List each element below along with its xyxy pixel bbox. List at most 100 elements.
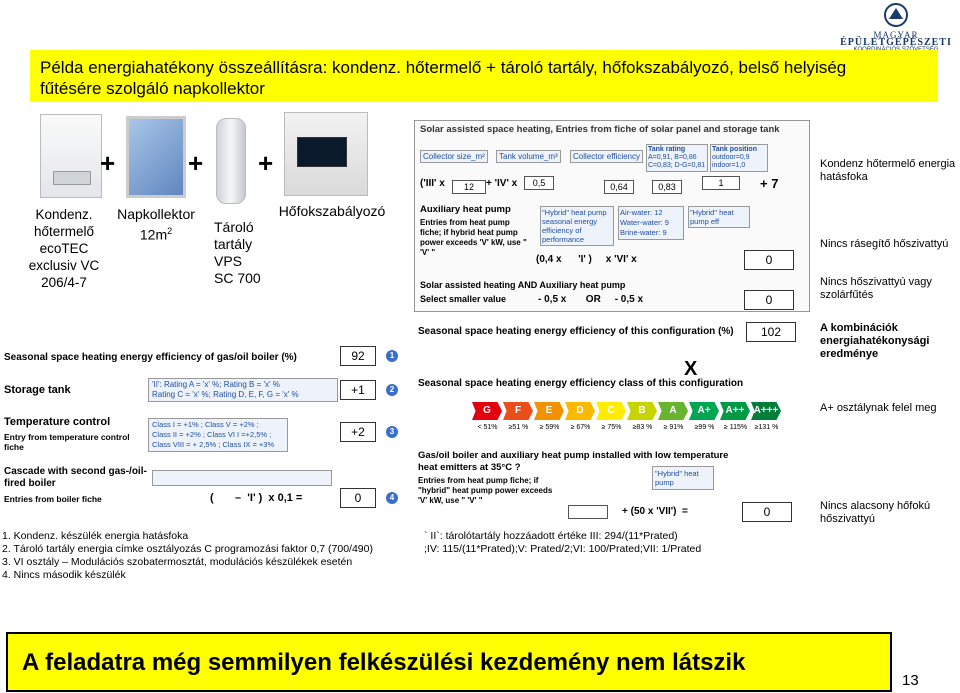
solar-hp-header: Solar assisted heating AND Auxiliary hea… (420, 280, 626, 290)
rating-g: G (472, 402, 502, 420)
value-aux: 0 (744, 250, 794, 270)
row3-class-line3: Class VIII = + 2,5% ; Class IX = +3% (152, 440, 275, 449)
boiler-label: Kondenz. hőtermelő ecoTEC exclusiv VC 20… (28, 207, 100, 290)
collector-label: Napkollektor 12m2 (108, 206, 204, 244)
tank-position-title: Tank position (712, 146, 757, 153)
row3-sub: Entry from temperature control fiche (4, 432, 130, 452)
footnote-m1: ` II`: tárolótartály hozzáadott értéke I… (424, 530, 678, 542)
hybrid-label: "Hybrid" heat pump seasonal energy effic… (540, 206, 614, 246)
threshold-7: ≥99 % (694, 424, 715, 431)
seasonal-header: Seasonal space heating energy efficiency… (418, 326, 734, 337)
logo-line1: MAGYAR (873, 30, 919, 40)
note-a-plus-class: A+ osztálynak felel meg (820, 402, 937, 414)
plus-7: + 7 (760, 176, 779, 191)
note-boiler-efficiency: Kondenz hőtermelő energia hatásfoka (820, 158, 956, 183)
bottom-banner (6, 632, 892, 692)
row1-badge: 1 (386, 350, 398, 362)
tank-volume: Tank volume_m³ (496, 150, 561, 163)
water-water: Water-water: 9 (620, 218, 669, 227)
row2-title: Storage tank (4, 384, 71, 396)
value-gas: 0 (742, 502, 792, 522)
value-102: 102 (746, 322, 796, 342)
threshold-3: ≥ 67% (570, 424, 591, 431)
rating-e: E (534, 402, 564, 420)
row3-class-line2: Class II = +2% ; Class VI I =+2,5% ; (152, 430, 272, 439)
collector-label-main: Napkollektor (117, 206, 195, 222)
select-formula: - 0,5 x OR - 0,5 x (538, 294, 644, 305)
field-1: 1 (702, 176, 740, 190)
note-no-low-temp-hp: Nincs alacsony hőfokú hőszivattyú (820, 500, 931, 525)
footnote-2: 2. Tároló tartály energia címke osztályo… (2, 543, 373, 555)
tank-rating-text: A=0,91, B=0,86 C=0,83; D-G=0,81 (648, 154, 706, 169)
threshold-9: ≥131 % (754, 424, 779, 431)
note-no-hp-solar: Nincs hőszivattyú vagy szolárfűtés (820, 276, 932, 301)
gas-formula: + (50 x 'VII') = (622, 506, 688, 517)
page-title: Példa energiahatékony összeállításra: ko… (40, 58, 847, 98)
hybrid-label2: "Hybrid" heat pump eff (688, 206, 750, 228)
field-064: 0,64 (604, 180, 634, 194)
row4-value: 0 (340, 488, 376, 508)
row2-value: +1 (340, 380, 376, 400)
field-12: 12 (452, 180, 486, 194)
row4-title: Cascade with second gas-/oil-fired boile… (4, 466, 147, 489)
tank-position: Tank position outdoor=0,9 indoor=1,0 (710, 144, 768, 172)
note-no-aux-hp: Nincs rásegítő hőszivattyú (820, 238, 949, 250)
row4-formula: ( – 'I' ) x 0,1 = (210, 492, 303, 504)
class-header: Seasonal space heating energy efficiency… (418, 378, 744, 389)
aux-entries: Entries from heat pump fiche; if hybrid … (420, 218, 527, 257)
row1-value: 92 (340, 346, 376, 366)
plus-3: + (258, 148, 274, 178)
row2-rating: 'II': Rating A = 'x' %; Rating B = 'x' %… (148, 378, 338, 402)
row3-class-line1: Class I = +1% ; Class V = +2% ; (152, 420, 259, 429)
collector-label-sup: 2 (167, 226, 173, 236)
logo-emblem-icon (884, 3, 908, 27)
logo: MAGYAR ÉPÜLETGÉPÉSZETI KOORDINÁCIÓS SZÖV… (836, 2, 956, 53)
footnotes-left: 1. Kondenz. készülék energia hatásfoka 2… (2, 530, 373, 582)
formula-iii: ('III' x (420, 178, 445, 189)
rating-aplusplus: A++ (720, 402, 750, 420)
rating-aplusplusplus: A+++ (751, 402, 781, 420)
field-05: 0,5 (524, 176, 554, 190)
threshold-6: ≥ 91% (663, 424, 684, 431)
row3-classes: Class I = +1% ; Class V = +2% ; Class II… (148, 418, 288, 452)
row4-badge: 4 (386, 492, 398, 504)
threshold-5: ≥83 % (632, 424, 653, 431)
rating-c: C (596, 402, 626, 420)
thermostat-image (284, 112, 368, 196)
tank-rating: Tank rating A=0,91, B=0,86 C=0,83; D-G=0… (646, 144, 708, 172)
thermostat-label: Hőfokszabályozó (278, 203, 386, 219)
gas-hybrid: "Hybrid" heat pump (652, 466, 714, 490)
plus-1: + (100, 148, 116, 178)
bottom-banner-text: A feladatra még semmilyen felkészülési k… (22, 649, 746, 676)
rating-f: F (503, 402, 533, 420)
air-water: Air-water: 12 (620, 208, 663, 217)
select-smaller: Select smaller value (420, 294, 507, 304)
rating-a: A (658, 402, 688, 420)
footnote-4: 4. Nincs második készülék (2, 569, 126, 581)
threshold-2: ≥ 59% (539, 424, 560, 431)
collector-label-size: 12m (139, 226, 168, 243)
gas-header: Gas/oil boiler and auxiliary heat pump i… (418, 450, 729, 473)
title-bar (30, 50, 938, 102)
row4-box (152, 470, 332, 486)
boiler-image (40, 114, 102, 198)
plus-2: + (188, 148, 204, 178)
row2-badge: 2 (386, 384, 398, 396)
x-mark: X (684, 358, 698, 380)
value-select: 0 (744, 290, 794, 310)
tank-image (216, 118, 246, 204)
footnote-1: 1. Kondenz. készülék energia hatásfoka (2, 530, 189, 542)
field-083: 0,83 (652, 180, 682, 194)
aux-formula: (0,4 x 'I' ) x 'VI' x (536, 254, 637, 265)
row3-value: +2 (340, 422, 376, 442)
solar-header: Solar assisted space heating, Entries fr… (420, 124, 780, 135)
collector-size: Collector size_m² (420, 150, 488, 163)
footnotes-middle: ` II`: tárolótartály hozzáadott értéke I… (424, 530, 701, 556)
logo-line2: ÉPÜLETGÉPÉSZETI (840, 37, 952, 48)
gas-field (568, 505, 608, 519)
gas-entries: Entries from heat pump fiche; if "hybrid… (418, 476, 553, 505)
row2-rating-line1: 'II': Rating A = 'x' %; Rating B = 'x' % (152, 380, 280, 389)
collector-image (126, 116, 186, 198)
brine-water: Brine-water: 9 (620, 228, 667, 237)
row4-sub: Entries from boiler fiche (4, 494, 102, 504)
